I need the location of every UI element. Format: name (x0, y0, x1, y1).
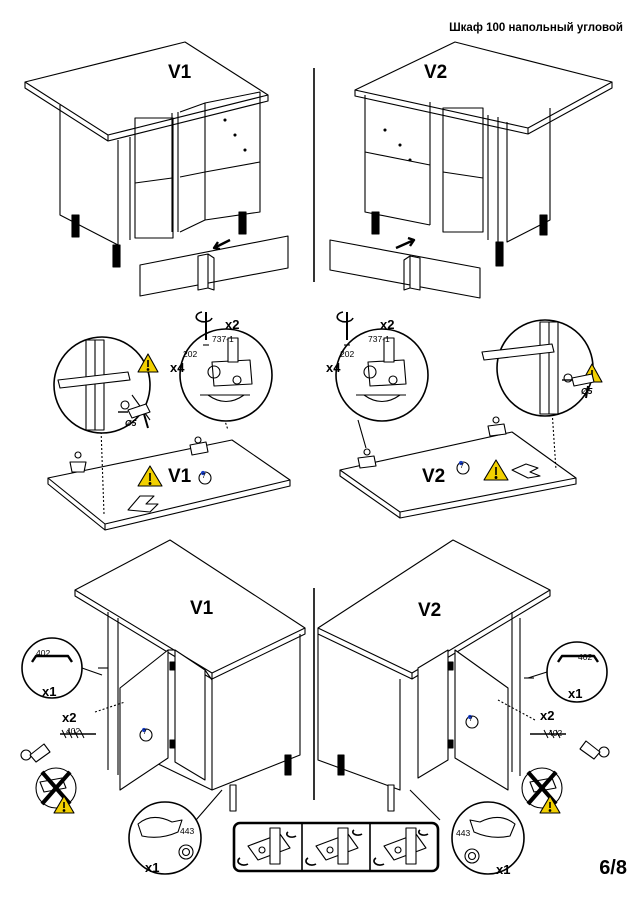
part-number: 402 (578, 652, 593, 662)
quantity-label: x1 (42, 684, 57, 699)
marker-number: 7 (143, 729, 147, 736)
screw-callout-v1 (20, 729, 96, 763)
hinge-adjust-1 (237, 827, 297, 866)
warning-icon (539, 795, 561, 814)
part-number: 737-1 (368, 334, 390, 344)
variant-label-v2: V2 (424, 62, 448, 83)
arrow-icon (212, 238, 231, 251)
handle-callout-v2 (527, 641, 608, 703)
quantity-label: x1 (568, 686, 583, 701)
variant-label-v2: V2 (418, 600, 442, 621)
quantity-label: x4 (326, 360, 341, 375)
hinge-adjustment-strip (232, 821, 440, 873)
hinge-adjust-2 (305, 827, 363, 866)
quantity-label: x4 (170, 360, 185, 375)
warning-icon (483, 459, 509, 481)
part-number: 402 (548, 728, 563, 738)
part-number: 202 (183, 349, 198, 359)
variant-label-v1: V1 (168, 62, 192, 83)
knob-callout-v2 (451, 801, 525, 875)
variant-label-v2: V2 (422, 466, 446, 487)
drill-diameter: Ø5 (125, 418, 137, 428)
step2-door-panel-v1 (47, 399, 291, 531)
handle-callout-v1 (21, 637, 103, 699)
part-number: 443 (180, 826, 195, 836)
quantity-label: x1 (145, 860, 160, 875)
marker-number: 7 (469, 716, 473, 723)
step1-plinth-v2 (329, 236, 481, 299)
marker-number: 7 (202, 473, 206, 480)
drill-diameter: Ø5 (581, 386, 593, 396)
warning-icon (137, 465, 163, 487)
knob-callout-v1 (128, 801, 202, 875)
step1-cabinet-v1 (24, 41, 269, 268)
part-number: 402 (66, 726, 81, 736)
step3-cabinet-v2 (317, 539, 551, 821)
marker-dot (200, 470, 206, 476)
page-number: 6/8 (599, 857, 627, 879)
hand-icon (127, 495, 159, 513)
arrow-icon (395, 236, 416, 250)
quantity-label: x2 (225, 317, 240, 332)
quantity-label: x2 (380, 317, 395, 332)
part-number: 402 (36, 648, 51, 658)
quantity-label: x2 (540, 708, 555, 723)
quantity-label: x2 (62, 710, 77, 725)
step3-cabinet-v1 (74, 539, 306, 821)
warning-icon (53, 795, 75, 814)
step2-hinge-detail-v1 (53, 336, 151, 473)
variant-label-v1: V1 (168, 466, 192, 487)
hinge-adjust-3 (373, 827, 429, 866)
step1-plinth-v1 (139, 235, 289, 297)
marker-number: 7 (460, 463, 464, 470)
drill-icon (562, 373, 595, 399)
screw-callout-v2 (530, 729, 610, 760)
step2-screw-detail-v1 (179, 311, 273, 456)
drill-icon (118, 403, 151, 429)
step2-hinge-detail-v2 (481, 319, 594, 417)
hand-icon (511, 463, 541, 479)
part-number: 737-1 (212, 334, 234, 344)
page-title: Шкаф 100 напольный угловой (449, 22, 623, 34)
warning-icon (137, 353, 159, 373)
quantity-label: x1 (496, 862, 511, 877)
no-drill-icon (521, 767, 563, 809)
marker-circle (456, 461, 470, 475)
variant-label-v1: V1 (190, 598, 214, 619)
part-number: 202 (340, 349, 355, 359)
part-number: 443 (456, 828, 471, 838)
no-drill-icon (35, 767, 77, 809)
step1-cabinet-v2 (354, 41, 613, 267)
marker-dot (458, 460, 464, 466)
marker-circle (198, 471, 212, 485)
step2-screw-detail-v2 (335, 311, 507, 469)
